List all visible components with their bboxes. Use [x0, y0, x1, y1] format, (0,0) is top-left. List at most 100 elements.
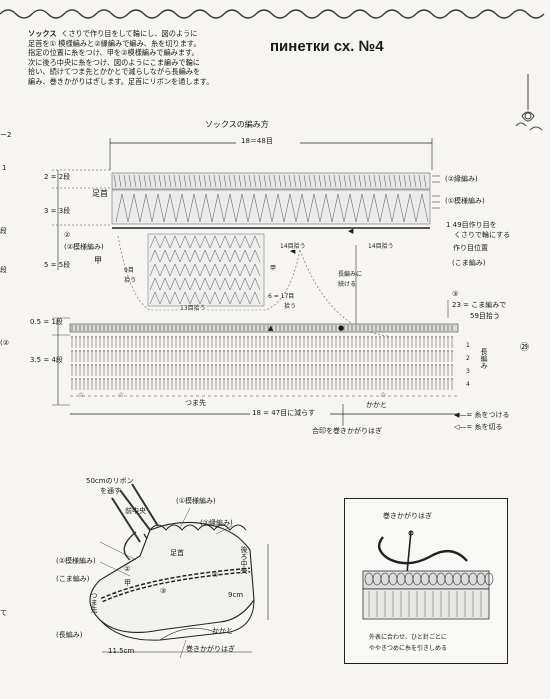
stitch-mark — [153, 174, 157, 188]
stitch-mark — [179, 249, 191, 263]
stitch-mark — [199, 291, 211, 305]
cut-yarn-icon: ◁— — [454, 423, 467, 431]
stitch-mark — [219, 235, 231, 249]
long-stitch-label: 長編みに — [338, 271, 363, 278]
margin-fragment-1: ー2 — [0, 131, 12, 139]
stitch-mark — [118, 174, 122, 188]
stitch-mark — [368, 174, 372, 188]
stitch-mark — [211, 193, 225, 223]
stitch-mark — [239, 235, 251, 249]
margin-fragment-4: 段 — [0, 266, 7, 274]
stitch-mark — [209, 277, 221, 291]
stitch-mark — [283, 193, 297, 223]
ill-ankle-label: 足首 — [170, 549, 184, 557]
stitch-mark — [258, 174, 262, 188]
stitch-mark — [295, 193, 309, 223]
stitch-mark — [239, 263, 251, 277]
stitch-mark — [408, 174, 412, 188]
stitch-mark — [303, 174, 307, 188]
stitch-mark — [168, 174, 172, 188]
ankle-label: 足首 — [92, 189, 108, 198]
ill-length-label: 11.5cm — [108, 647, 135, 655]
stitch-mark — [133, 174, 137, 188]
stitch-mark — [169, 235, 181, 249]
pick-9-label: 9目 — [124, 267, 134, 274]
ankle-rows-label: 3 = 3段 — [44, 207, 71, 215]
instep-mark: ② — [64, 231, 71, 239]
stitch-mark — [139, 193, 153, 223]
side-row-3: 3 — [466, 368, 470, 375]
stitch-mark — [233, 174, 237, 188]
stitch-mark — [403, 193, 417, 223]
instructions-line-4: 次に後ろ中央に糸をつけ、図のようにこま編みで輪に — [28, 57, 200, 67]
stitch-mark — [159, 291, 171, 305]
stitch-mark — [149, 249, 161, 263]
stitch-mark — [219, 277, 231, 291]
triangle-marker: ▲ — [268, 324, 274, 332]
ill-height-label: 9cm — [228, 591, 244, 599]
stitch-mark — [208, 174, 212, 188]
row-number-3: ③ — [452, 290, 459, 298]
stitch-mark — [189, 249, 201, 263]
stitch-mark — [243, 174, 247, 188]
stitch-mark — [179, 277, 191, 291]
side-row-1: 1 — [466, 342, 470, 349]
stitch-mark — [343, 174, 347, 188]
dc-label: 長編み — [480, 348, 488, 369]
stitch-mark — [363, 174, 367, 188]
seam-label: 合印を巻きかがりはぎ — [312, 427, 382, 435]
stitch-mark — [223, 174, 227, 188]
stitch-mark — [169, 277, 181, 291]
ill-edging-label: (②縁編み) — [200, 519, 233, 527]
side-row-4: 4 — [466, 381, 470, 388]
stitch-mark — [239, 291, 251, 305]
stitch-mark — [353, 174, 357, 188]
stitch-mark — [187, 193, 201, 223]
stitch-mark — [159, 277, 171, 291]
inset-title: 巻きかがりはぎ — [383, 512, 432, 520]
margin-fragment-5: (② — [0, 339, 10, 347]
loop-mark — [484, 572, 494, 586]
long-stitch-label-b: 続ける — [338, 281, 357, 288]
stitch-mark — [229, 235, 241, 249]
stitch-mark — [123, 174, 127, 188]
stitch-mark — [115, 193, 129, 223]
legend-attach-text: = 糸をつける — [466, 411, 510, 419]
stitch-mark — [179, 263, 191, 277]
stitch-mark — [193, 174, 197, 188]
stitch-mark — [239, 249, 251, 263]
stitch-mark — [383, 174, 387, 188]
bottom-width-label: 18 = 47目に減らす — [252, 409, 315, 417]
stitch-mark — [391, 193, 405, 223]
stitch-mark — [249, 277, 261, 291]
ankle-row-label: 2 = 2段 — [44, 173, 71, 181]
stitch-mark — [149, 235, 161, 249]
stitch-mark — [293, 174, 297, 188]
stitch-mark — [169, 263, 181, 277]
stitch-mark — [163, 193, 177, 223]
stitch-mark — [358, 174, 362, 188]
stitch-mark — [235, 193, 249, 223]
stitch-mark — [173, 174, 177, 188]
ill-instep-label: 甲 — [124, 579, 131, 587]
instep-small-label: 甲 — [270, 265, 277, 272]
stitch-mark — [323, 174, 327, 188]
instructions-line-2: 足首を① 模様編みと②縁編みで編み、糸を切ります。 — [28, 38, 201, 48]
stitch-mark — [189, 277, 201, 291]
top-width-label: 18＝48目 — [241, 137, 273, 145]
start-position-label: 作り目位置 — [453, 244, 488, 252]
side-row-2: 2 — [466, 355, 470, 362]
instructions-line-6: 編み、巻きかがりはぎします。足首にリボンを通します。 — [28, 76, 214, 86]
stitch-mark — [178, 174, 182, 188]
pick-13-label: 13目拾う — [180, 305, 206, 312]
ill-heel-label: かかと — [212, 627, 233, 635]
stitch-mark — [249, 263, 261, 277]
toe-star-1: ☆ — [78, 391, 85, 399]
stitch-mark — [189, 263, 201, 277]
ill-dc-label: (長編み) — [56, 631, 83, 639]
legend-cut-text: = 糸を切る — [466, 423, 503, 431]
stitch-mark — [338, 174, 342, 188]
stitch-mark — [179, 291, 191, 305]
stitch-mark — [163, 174, 167, 188]
stitch-mark — [308, 174, 312, 188]
